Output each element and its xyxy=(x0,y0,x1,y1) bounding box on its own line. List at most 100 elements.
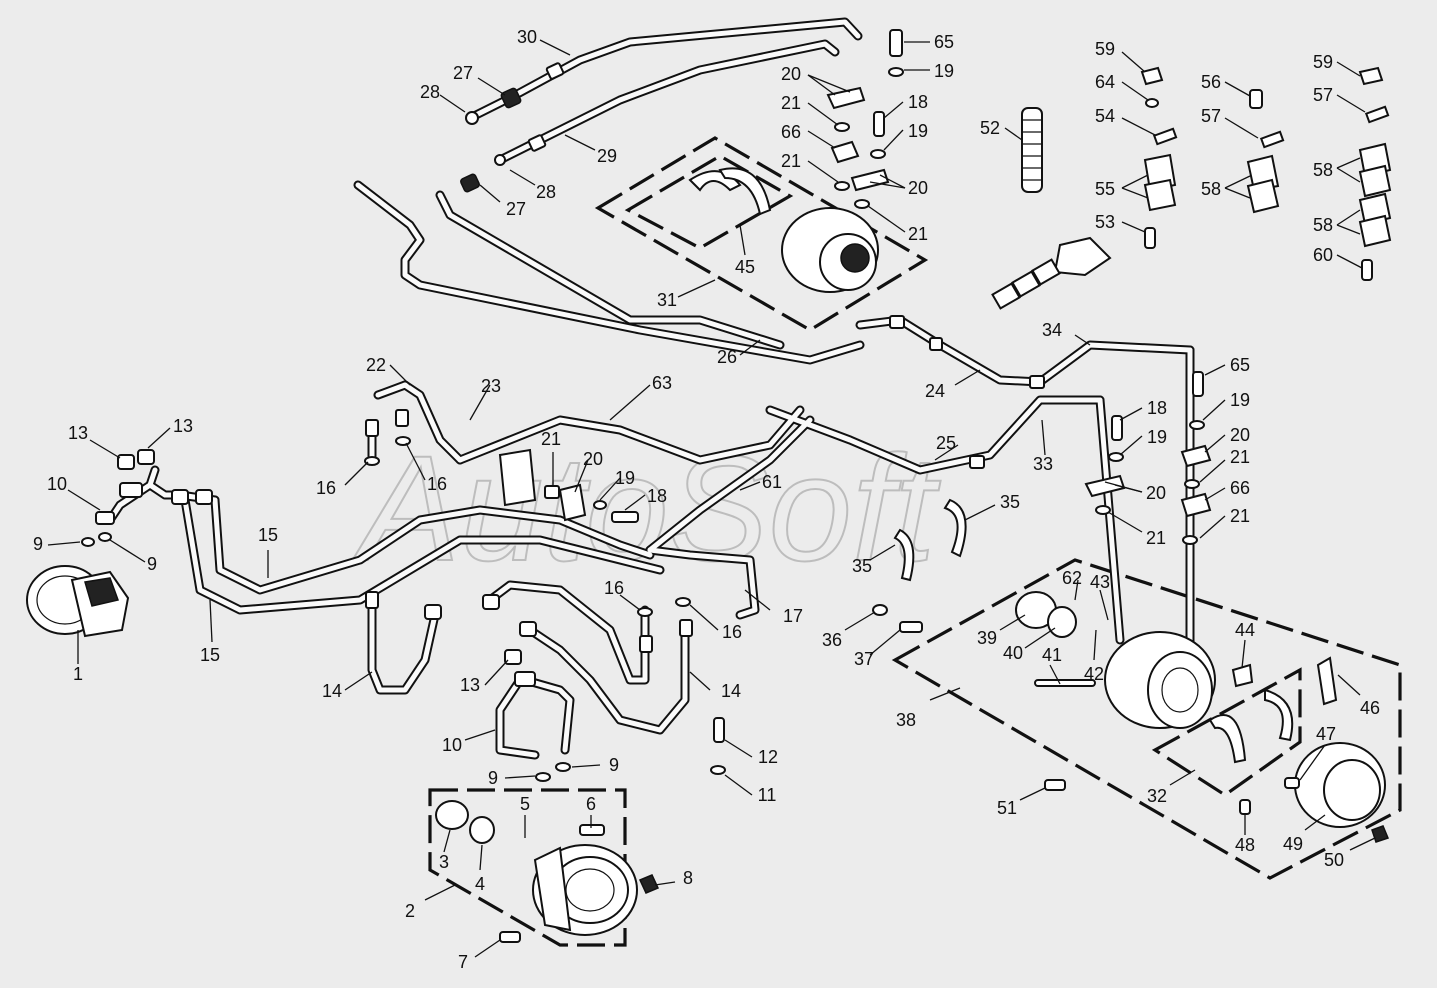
callout-label: 20 xyxy=(781,64,801,84)
lower-brake-assembly xyxy=(435,800,660,943)
callout-label: 11 xyxy=(758,785,777,805)
callout-label: 59 xyxy=(1313,52,1333,72)
callout-label: 37 xyxy=(854,649,874,669)
callout-label: 6 xyxy=(586,794,596,814)
callout-label: 60 xyxy=(1313,245,1333,265)
callout-label: 57 xyxy=(1313,85,1333,105)
callout-label: 21 xyxy=(541,429,561,449)
callout-label: 38 xyxy=(896,710,916,730)
callout-leaders xyxy=(47,39,1376,958)
spare-parts-group xyxy=(991,66,1392,310)
callout-label: 28 xyxy=(536,182,556,202)
brake-assemblies xyxy=(26,66,1392,943)
callout-label: 58 xyxy=(1313,215,1333,235)
callout-label: 16 xyxy=(722,622,742,642)
callout-label: 47 xyxy=(1316,724,1336,744)
callout-label: 25 xyxy=(936,433,956,453)
right-brake-assembly xyxy=(872,498,1390,843)
callout-label: 58 xyxy=(1201,179,1221,199)
callout-label: 31 xyxy=(657,290,677,310)
callout-label: 13 xyxy=(68,423,88,443)
callout-label: 27 xyxy=(506,199,526,219)
callout-label: 65 xyxy=(1230,355,1250,375)
callout-label: 36 xyxy=(822,630,842,650)
fittings xyxy=(81,29,1212,782)
callout-label: 2 xyxy=(405,901,415,921)
callout-label: 53 xyxy=(1095,212,1115,232)
callout-label: 44 xyxy=(1235,620,1255,640)
callout-label: 13 xyxy=(460,675,480,695)
callout-label: 16 xyxy=(604,578,624,598)
callout-label: 10 xyxy=(47,474,67,494)
callout-label: 19 xyxy=(615,468,635,488)
hydraulic-pipes xyxy=(105,17,1195,760)
callout-label: 39 xyxy=(977,628,997,648)
callout-label: 18 xyxy=(1147,398,1167,418)
callout-label: 50 xyxy=(1324,850,1344,870)
callout-label: 24 xyxy=(925,381,945,401)
callout-label: 43 xyxy=(1090,572,1110,592)
callout-label: 9 xyxy=(609,755,619,775)
callout-label: 33 xyxy=(1033,454,1053,474)
callout-label: 21 xyxy=(1230,447,1250,467)
callout-label: 21 xyxy=(908,224,928,244)
callout-label: 14 xyxy=(721,681,741,701)
callout-label: 40 xyxy=(1003,643,1023,663)
callout-label: 21 xyxy=(1230,506,1250,526)
callout-label: 22 xyxy=(366,355,386,375)
callout-label: 27 xyxy=(453,63,473,83)
callout-label: 20 xyxy=(1230,425,1250,445)
callout-label: 12 xyxy=(758,747,778,767)
callout-label: 63 xyxy=(652,373,672,393)
callout-label: 15 xyxy=(200,645,220,665)
callout-label: 19 xyxy=(908,121,928,141)
callout-label: 14 xyxy=(322,681,342,701)
callout-label: 51 xyxy=(997,798,1017,818)
callout-label: 34 xyxy=(1042,320,1062,340)
callout-label: 66 xyxy=(781,122,801,142)
callout-label: 1 xyxy=(73,664,83,684)
callout-label: 9 xyxy=(147,554,157,574)
callout-label: 15 xyxy=(258,525,278,545)
callout-label: 32 xyxy=(1147,786,1167,806)
callout-label: 42 xyxy=(1084,664,1104,684)
callout-label: 48 xyxy=(1235,835,1255,855)
upper-brake-assembly xyxy=(688,167,879,293)
callout-label: 45 xyxy=(735,257,755,277)
callout-label: 19 xyxy=(1230,390,1250,410)
callout-label: 62 xyxy=(1062,568,1082,588)
callout-label: 4 xyxy=(475,874,485,894)
callout-label: 35 xyxy=(852,556,872,576)
callout-label: 16 xyxy=(316,478,336,498)
callout-label: 65 xyxy=(934,32,954,52)
callout-label: 21 xyxy=(1146,528,1166,548)
callout-label: 7 xyxy=(458,952,468,972)
callout-label: 29 xyxy=(597,146,617,166)
callout-label: 61 xyxy=(762,472,782,492)
callout-label: 64 xyxy=(1095,72,1115,92)
callout-label: 10 xyxy=(442,735,462,755)
callout-label: 21 xyxy=(781,93,801,113)
callout-label: 18 xyxy=(908,92,928,112)
callout-label: 54 xyxy=(1095,106,1115,126)
callout-label: 26 xyxy=(717,347,737,367)
callout-label: 57 xyxy=(1201,106,1221,126)
callout-label: 49 xyxy=(1283,834,1303,854)
assembly-boundaries xyxy=(428,136,1402,947)
callout-label: 20 xyxy=(1146,483,1166,503)
callout-label: 30 xyxy=(517,27,537,47)
callout-label: 56 xyxy=(1201,72,1221,92)
callout-label: 66 xyxy=(1230,478,1250,498)
left-brake-assembly xyxy=(26,565,130,638)
callout-label: 58 xyxy=(1313,160,1333,180)
callout-label: 23 xyxy=(481,376,501,396)
callout-label: 5 xyxy=(520,794,530,814)
callout-label: 19 xyxy=(1147,427,1167,447)
callout-label: 20 xyxy=(583,449,603,469)
callout-label: 17 xyxy=(783,606,803,626)
callout-labels: 1 2 3 4 5 6 7 8 9 9 9 9 10 10 11 12 13 1… xyxy=(33,27,1380,972)
callout-label: 35 xyxy=(1000,492,1020,512)
callout-label: 9 xyxy=(33,534,43,554)
callout-label: 8 xyxy=(683,868,693,888)
